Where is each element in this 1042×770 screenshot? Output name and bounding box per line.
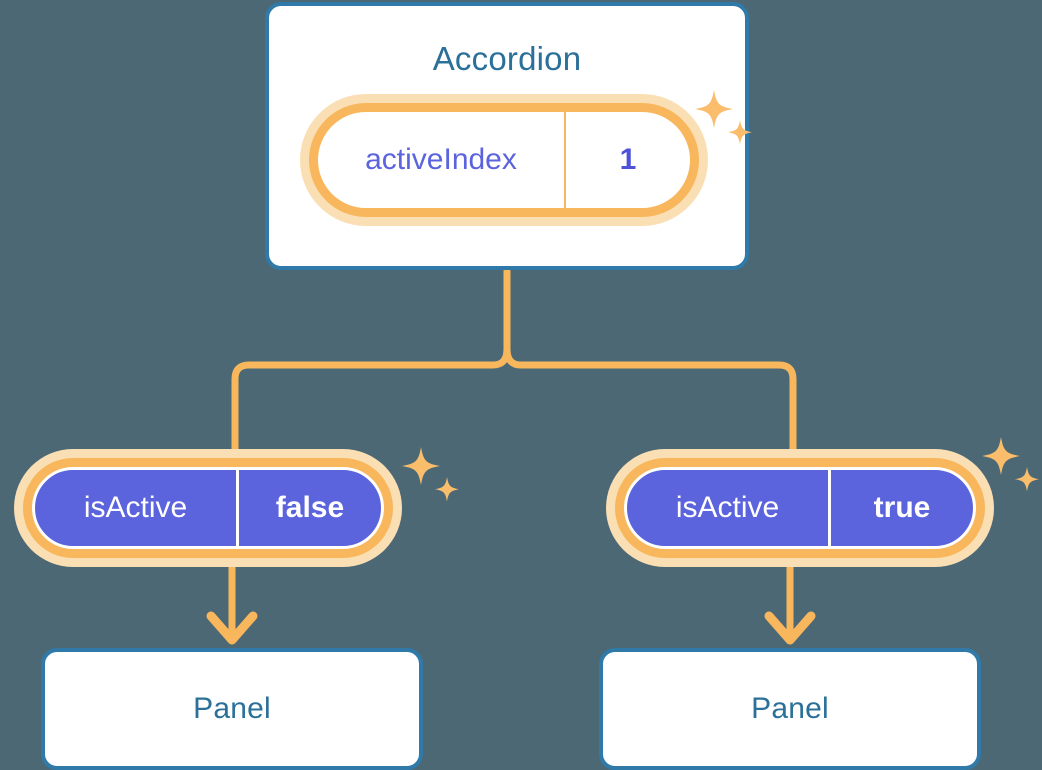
pill-body: isActive false [32, 467, 384, 549]
isactive-prop-pill-left[interactable]: isActive false [23, 458, 393, 558]
prop-value-label: false [275, 491, 345, 524]
panel-component-card-left[interactable]: Panel [41, 648, 423, 770]
prop-key-label: isActive [627, 470, 831, 546]
connector-branch-right [503, 345, 797, 459]
isactive-prop-pill-right[interactable]: isActive true [615, 458, 985, 558]
panel-title-left: Panel [193, 692, 271, 725]
prop-key-label: isActive [35, 470, 239, 546]
connector-branch-left [231, 345, 511, 459]
panel-component-card-right[interactable]: Panel [599, 648, 981, 770]
state-value-label: 1 [619, 143, 637, 176]
arrow-down-icon-right [764, 560, 816, 645]
pill-body: activeIndex 1 [318, 112, 690, 208]
activeindex-state-pill[interactable]: activeIndex 1 [309, 103, 699, 217]
sparkle-icon-left [395, 441, 467, 513]
state-key-label: activeIndex [318, 112, 566, 208]
accordion-title: Accordion [432, 40, 582, 77]
sparkle-icon-right [975, 431, 1042, 503]
pill-body: isActive true [624, 467, 976, 549]
panel-title-right: Panel [751, 692, 829, 725]
arrow-down-icon-left [206, 564, 258, 645]
prop-value-label: true [873, 491, 931, 524]
